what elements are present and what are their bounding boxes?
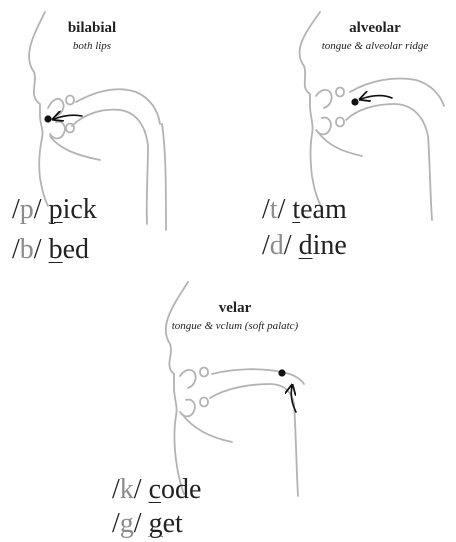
alveolar-articulation-point [351, 98, 359, 106]
bilabial-palate [75, 88, 161, 125]
alveolar-title: alveolar [349, 20, 401, 36]
alveolar-jaw [317, 131, 363, 157]
example-word-rest: ick [62, 194, 97, 225]
phoneme-symbol: p [19, 194, 34, 225]
example-initial-letter: p [48, 194, 63, 225]
bilabial-lower-lip [49, 120, 66, 140]
velar-title: velar [218, 300, 252, 316]
bilabial-upper-teeth [65, 94, 75, 106]
example-initial-letter: b [48, 234, 63, 265]
phoneme-symbol: d [269, 230, 284, 261]
example-word-rest: eam [300, 194, 347, 225]
example-word-rest: ode [161, 474, 202, 505]
bilabial-tongue [71, 108, 149, 225]
phoneme-symbol: k [119, 474, 134, 505]
bilabial-lower-teeth [65, 122, 75, 134]
velar-palate [211, 368, 305, 385]
alveolar-palate [349, 77, 445, 107]
phoneme-symbol: b [19, 234, 34, 265]
alveolar-example-d: /d/ dine [262, 230, 347, 261]
velar-upper-lip [179, 369, 197, 389]
alveolar-upper-teeth [335, 86, 345, 98]
alveolar-face-profile [298, 11, 321, 205]
bilabial-example-p: /p/ pick [12, 194, 97, 225]
example-initial-letter: g [148, 508, 163, 539]
bilabial-subtitle: both lips [72, 40, 112, 52]
alveolar-tongue [345, 103, 433, 221]
phoneme-symbol: g [119, 508, 134, 539]
alveolar-airflow-arrow [361, 95, 393, 99]
example-word-rest: et [162, 508, 183, 539]
velar-face-profile [164, 281, 189, 495]
velar-lower-teeth [199, 396, 209, 408]
bilabial-vocal-tract [28, 11, 167, 231]
example-word-rest: ine [312, 230, 347, 261]
bilabial-pharynx-wall [161, 123, 167, 231]
phoneme-symbol: t [269, 194, 278, 225]
bilabial-title: bilabial [67, 20, 117, 36]
bilabial-airflow-arrow [54, 115, 83, 119]
alveolar-example-t: /t/ team [262, 194, 347, 225]
velar-airflow-arrow [291, 386, 297, 413]
example-word-rest: ed [62, 234, 89, 265]
alveolar-vocal-tract [298, 11, 445, 221]
example-initial-letter: t [292, 194, 301, 225]
alveolar-subtitle: tongue & alveolar ridge [321, 40, 429, 52]
velar-jaw [181, 413, 233, 443]
velar-upper-teeth [199, 366, 209, 378]
bilabial-face-profile [28, 11, 49, 207]
bilabial-jaw [49, 135, 101, 161]
velar-subtitle: tongue & vclum (soft palatc) [171, 320, 299, 332]
bilabial-example-b: /b/ bed [12, 234, 89, 265]
bilabial-upper-lip [47, 97, 65, 117]
example-initial-letter: d [298, 230, 313, 261]
alveolar-lower-teeth [335, 116, 345, 128]
alveolar-upper-lip [315, 89, 333, 109]
velar-articulation-point [278, 369, 286, 377]
velar-example-k: /k/ code [112, 474, 202, 505]
bilabial-articulation-point [44, 115, 52, 123]
example-initial-letter: c [148, 474, 161, 505]
velar-example-g: /g/ get [112, 508, 183, 539]
